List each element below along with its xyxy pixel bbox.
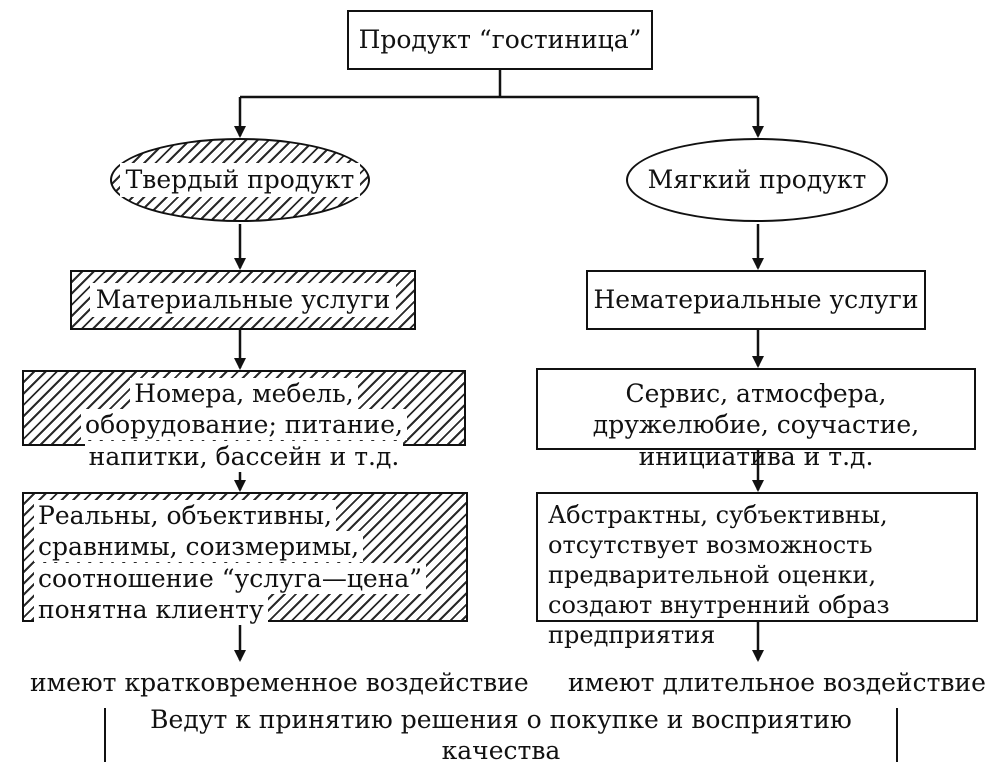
hard-services-label: Материальные услуги [89, 283, 397, 317]
hard-traits-label: Реальны, объективны, сравнимы, соизмерим… [34, 500, 427, 625]
soft-examples-node: Сервис, атмосфера, дружелюбие, соучастие… [536, 368, 976, 471]
soft-traits-node: Абстрактны, субъективны, отсутствует воз… [536, 492, 978, 649]
soft-services-label: Нематериальные услуги [593, 285, 919, 315]
root-node: Продукт “гостиница” [347, 10, 653, 70]
hard-traits-node: Реальны, объективны, сравнимы, соизмерим… [22, 492, 468, 625]
root-label: Продукт “гостиница” [358, 25, 642, 55]
soft-examples-label: Сервис, атмосфера, дружелюбие, соучастие… [592, 379, 920, 471]
hard-product-node: Твердый продукт [110, 138, 370, 222]
hard-examples-node: Номера, мебель, оборудование; питание, н… [22, 370, 466, 472]
soft-product-label: Мягкий продукт [647, 165, 867, 195]
hard-services-node: Материальные услуги [70, 270, 416, 330]
soft-effect-text: имеют длительное воздействие [568, 668, 986, 697]
soft-traits-label: Абстрактны, субъективны, отсутствует воз… [548, 501, 890, 649]
soft-services-node: Нематериальные услуги [586, 270, 926, 330]
conclusion-node: Ведут к принятию решения о покупке и вос… [104, 702, 898, 768]
conclusion-label: Ведут к принятию решения о покупке и вос… [106, 702, 896, 768]
hard-examples-label: Номера, мебель, оборудование; питание, н… [81, 378, 407, 472]
hard-effect-text: имеют кратковременное воздействие [30, 668, 529, 697]
soft-product-node: Мягкий продукт [626, 138, 888, 222]
hard-product-label: Твердый продукт [119, 163, 361, 197]
